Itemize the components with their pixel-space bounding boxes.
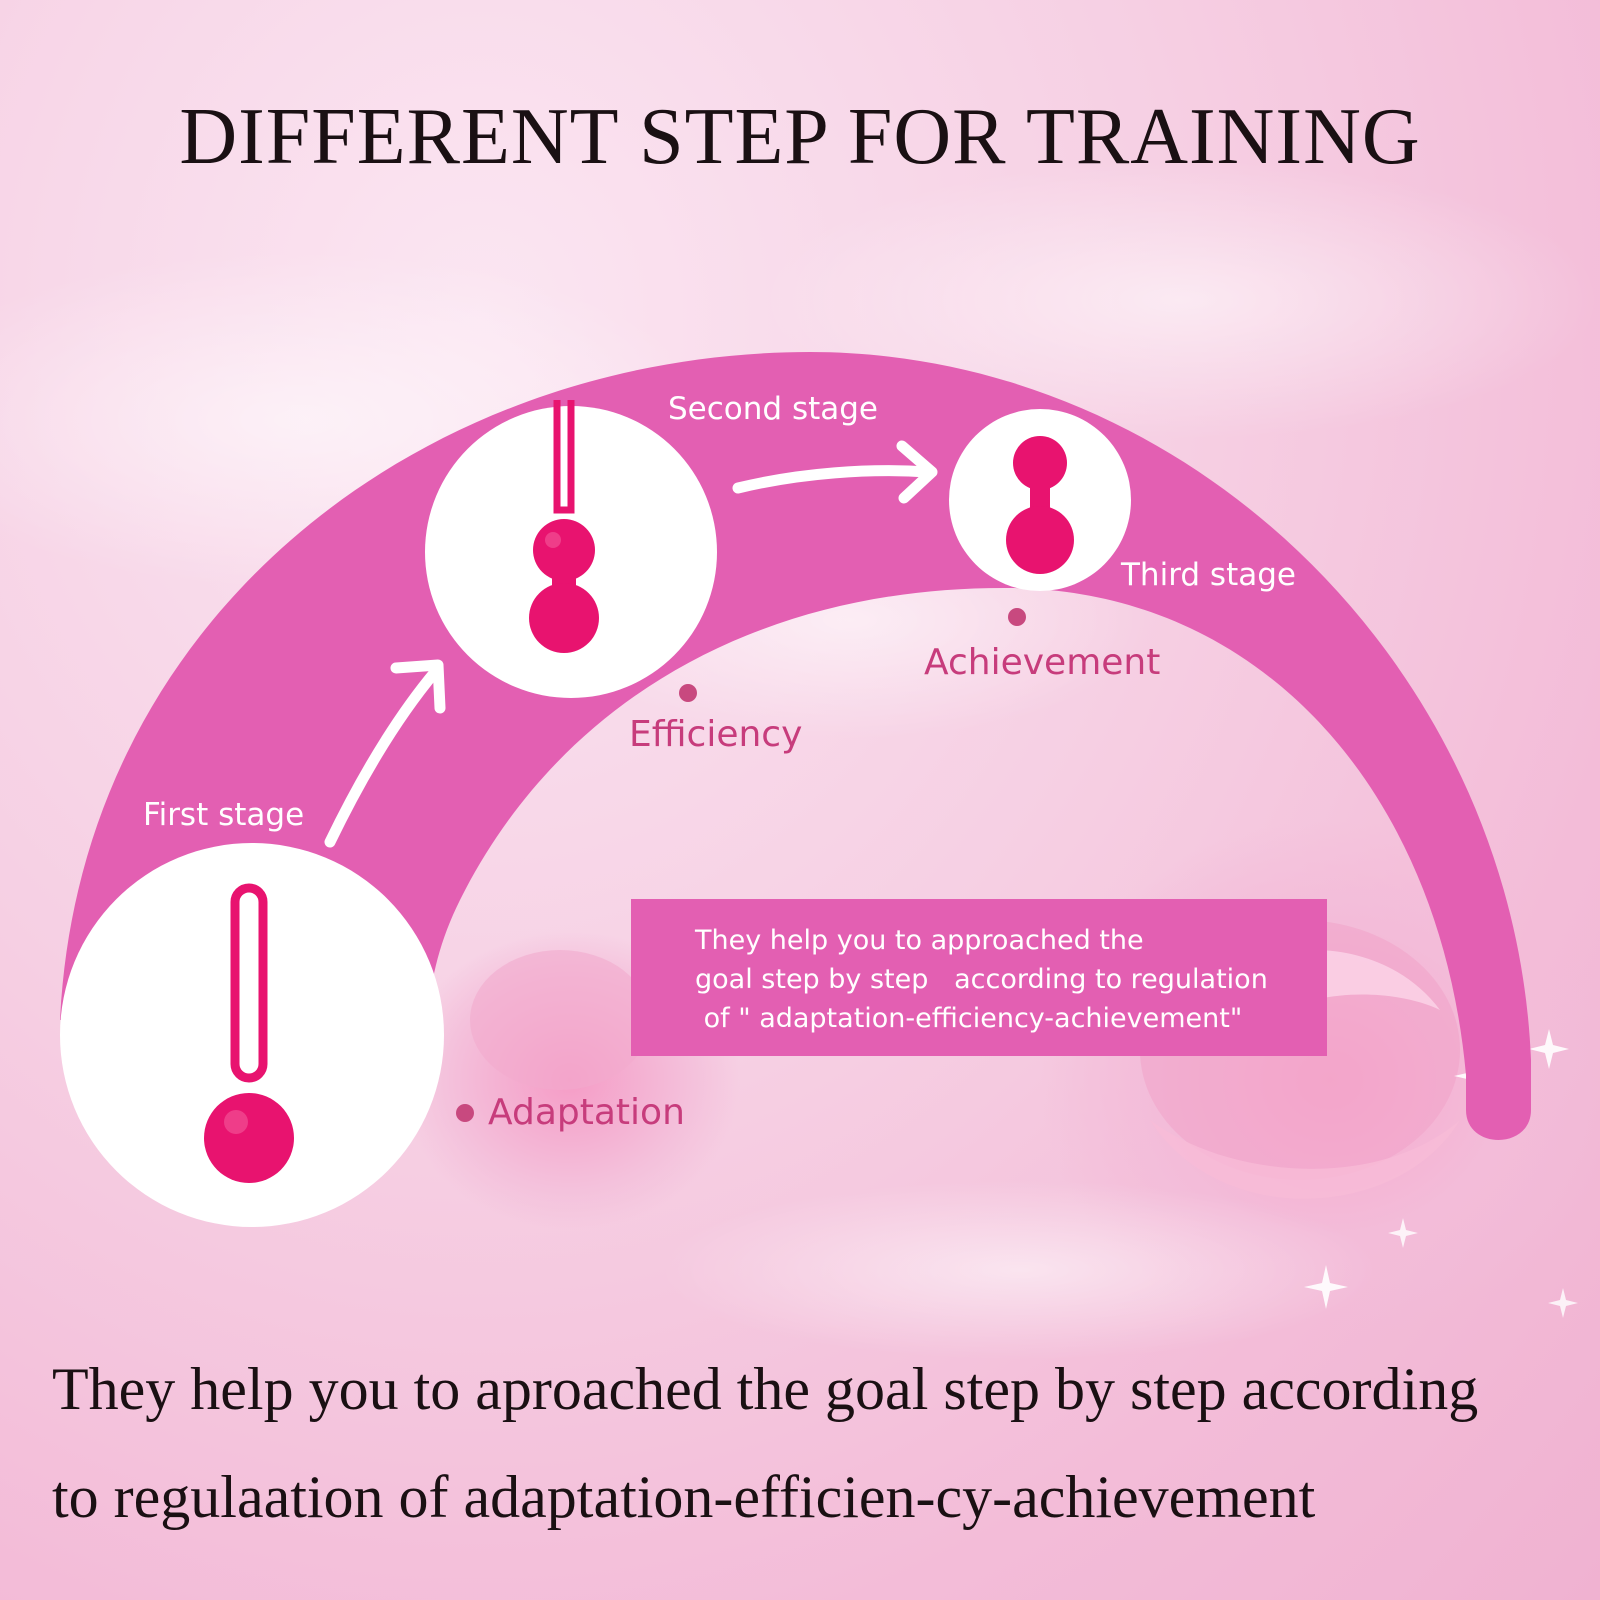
second-stage-label: Second stage [668, 391, 878, 427]
third-stage-label: Third stage [1121, 557, 1296, 593]
first-stage-circle [60, 843, 444, 1227]
achievement-dot [1008, 608, 1026, 626]
info-box-line: goal step by step according to regulatio… [695, 964, 1268, 995]
efficiency-dot [679, 684, 697, 702]
info-box-line: of " adaptation-efficiency-achievement" [695, 1003, 1243, 1034]
adaptation-dot [456, 1104, 474, 1122]
adaptation-label: Adaptation [488, 1092, 685, 1133]
info-box-line: They help you to approached the [695, 925, 1144, 956]
arrow-icon [324, 659, 446, 848]
page-title: DIFFERENT STEP FOR TRAINING [179, 93, 1421, 181]
achievement-label: Achievement [924, 642, 1161, 683]
bottom-caption: They help you to aproached the goal step… [52, 1335, 1572, 1551]
info-box: They help you to approached the goal ste… [631, 899, 1327, 1056]
caption-line: to regulaation of adaptation-efficien-cy… [52, 1464, 1316, 1530]
caption-line: They help you to aproached the goal step… [52, 1356, 1479, 1422]
single-ball-icon [204, 883, 294, 1183]
arrow-icon [732, 440, 938, 504]
efficiency-label: Efficiency [629, 714, 803, 755]
double-ball-icon [529, 400, 599, 653]
double-ball-icon [1006, 412, 1074, 574]
first-stage-label: First stage [143, 797, 305, 833]
